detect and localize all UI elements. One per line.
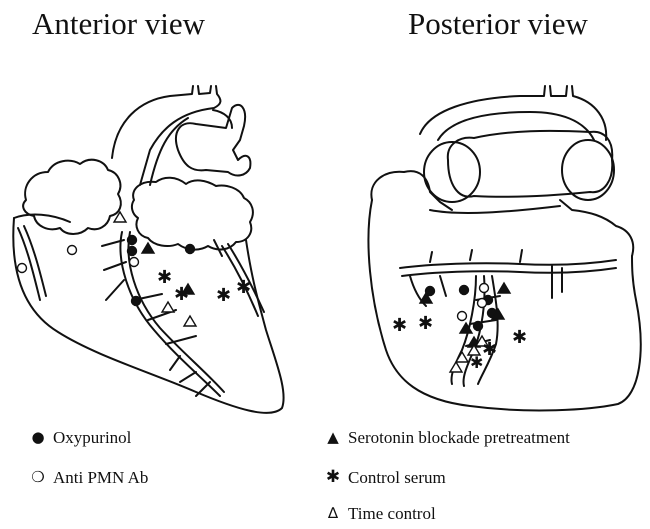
marker-asterisk: ✱ <box>418 313 433 334</box>
marker-filled-circle <box>132 297 141 306</box>
posterior-markers: ✱ ✱ ✱ ✱ ✱ <box>392 283 527 372</box>
anterior-right-atrium <box>23 160 121 234</box>
marker-asterisk: ✱ <box>512 327 527 348</box>
open-triangle-icon: ∆ <box>325 506 341 521</box>
legend-item-time-control: ∆ Time control <box>325 505 436 522</box>
legend-item-oxypurinol: ● Oxypurinol <box>30 429 131 446</box>
posterior-heart <box>368 86 640 410</box>
marker-filled-circle <box>186 245 195 254</box>
legend-item-anti-pmn-ab: ❍ Anti PMN Ab <box>30 469 148 486</box>
legend-label: Oxypurinol <box>53 429 131 446</box>
marker-open-circle <box>68 246 77 255</box>
marker-filled-triangle <box>142 243 154 253</box>
legend-item-serotonin-blockade: ▲ Serotonin blockade pretreatment <box>325 429 570 446</box>
posterior-atria <box>371 171 633 256</box>
marker-open-circle <box>130 258 139 267</box>
marker-asterisk: ✱ <box>392 315 407 336</box>
marker-open-circle <box>458 312 467 321</box>
marker-asterisk: ✱ <box>157 267 172 288</box>
marker-open-triangle <box>184 316 196 326</box>
marker-open-triangle <box>162 302 174 312</box>
posterior-right-vessel-end <box>562 140 614 200</box>
anterior-aorta-inner <box>150 118 188 185</box>
posterior-coronary-sinus <box>400 260 616 276</box>
marker-asterisk: ✱ <box>174 284 189 305</box>
marker-open-circle <box>18 264 27 273</box>
anterior-left-atrium <box>132 178 253 250</box>
marker-filled-triangle <box>498 283 510 293</box>
legend-label: Control serum <box>348 469 446 486</box>
filled-circle-icon: ● <box>30 430 46 445</box>
posterior-outline <box>368 200 640 410</box>
marker-filled-circle <box>128 247 137 256</box>
marker-filled-circle <box>474 322 483 331</box>
marker-open-circle <box>478 299 487 308</box>
marker-open-triangle <box>450 362 462 372</box>
asterisk-icon: ✱ <box>325 469 341 486</box>
marker-asterisk: ✱ <box>482 339 497 360</box>
marker-asterisk: ✱ <box>470 353 483 372</box>
legend-label: Anti PMN Ab <box>53 469 148 486</box>
legend-item-control-serum: ✱ Control serum <box>325 469 446 486</box>
legend-label: Time control <box>348 505 436 522</box>
marker-filled-circle <box>128 236 137 245</box>
marker-filled-circle <box>460 286 469 295</box>
legend-label: Serotonin blockade pretreatment <box>348 429 570 446</box>
marker-asterisk: ✱ <box>236 277 251 298</box>
open-circle-icon: ❍ <box>30 470 46 485</box>
marker-open-circle <box>480 284 489 293</box>
marker-asterisk: ✱ <box>216 285 231 306</box>
filled-triangle-icon: ▲ <box>325 430 341 445</box>
